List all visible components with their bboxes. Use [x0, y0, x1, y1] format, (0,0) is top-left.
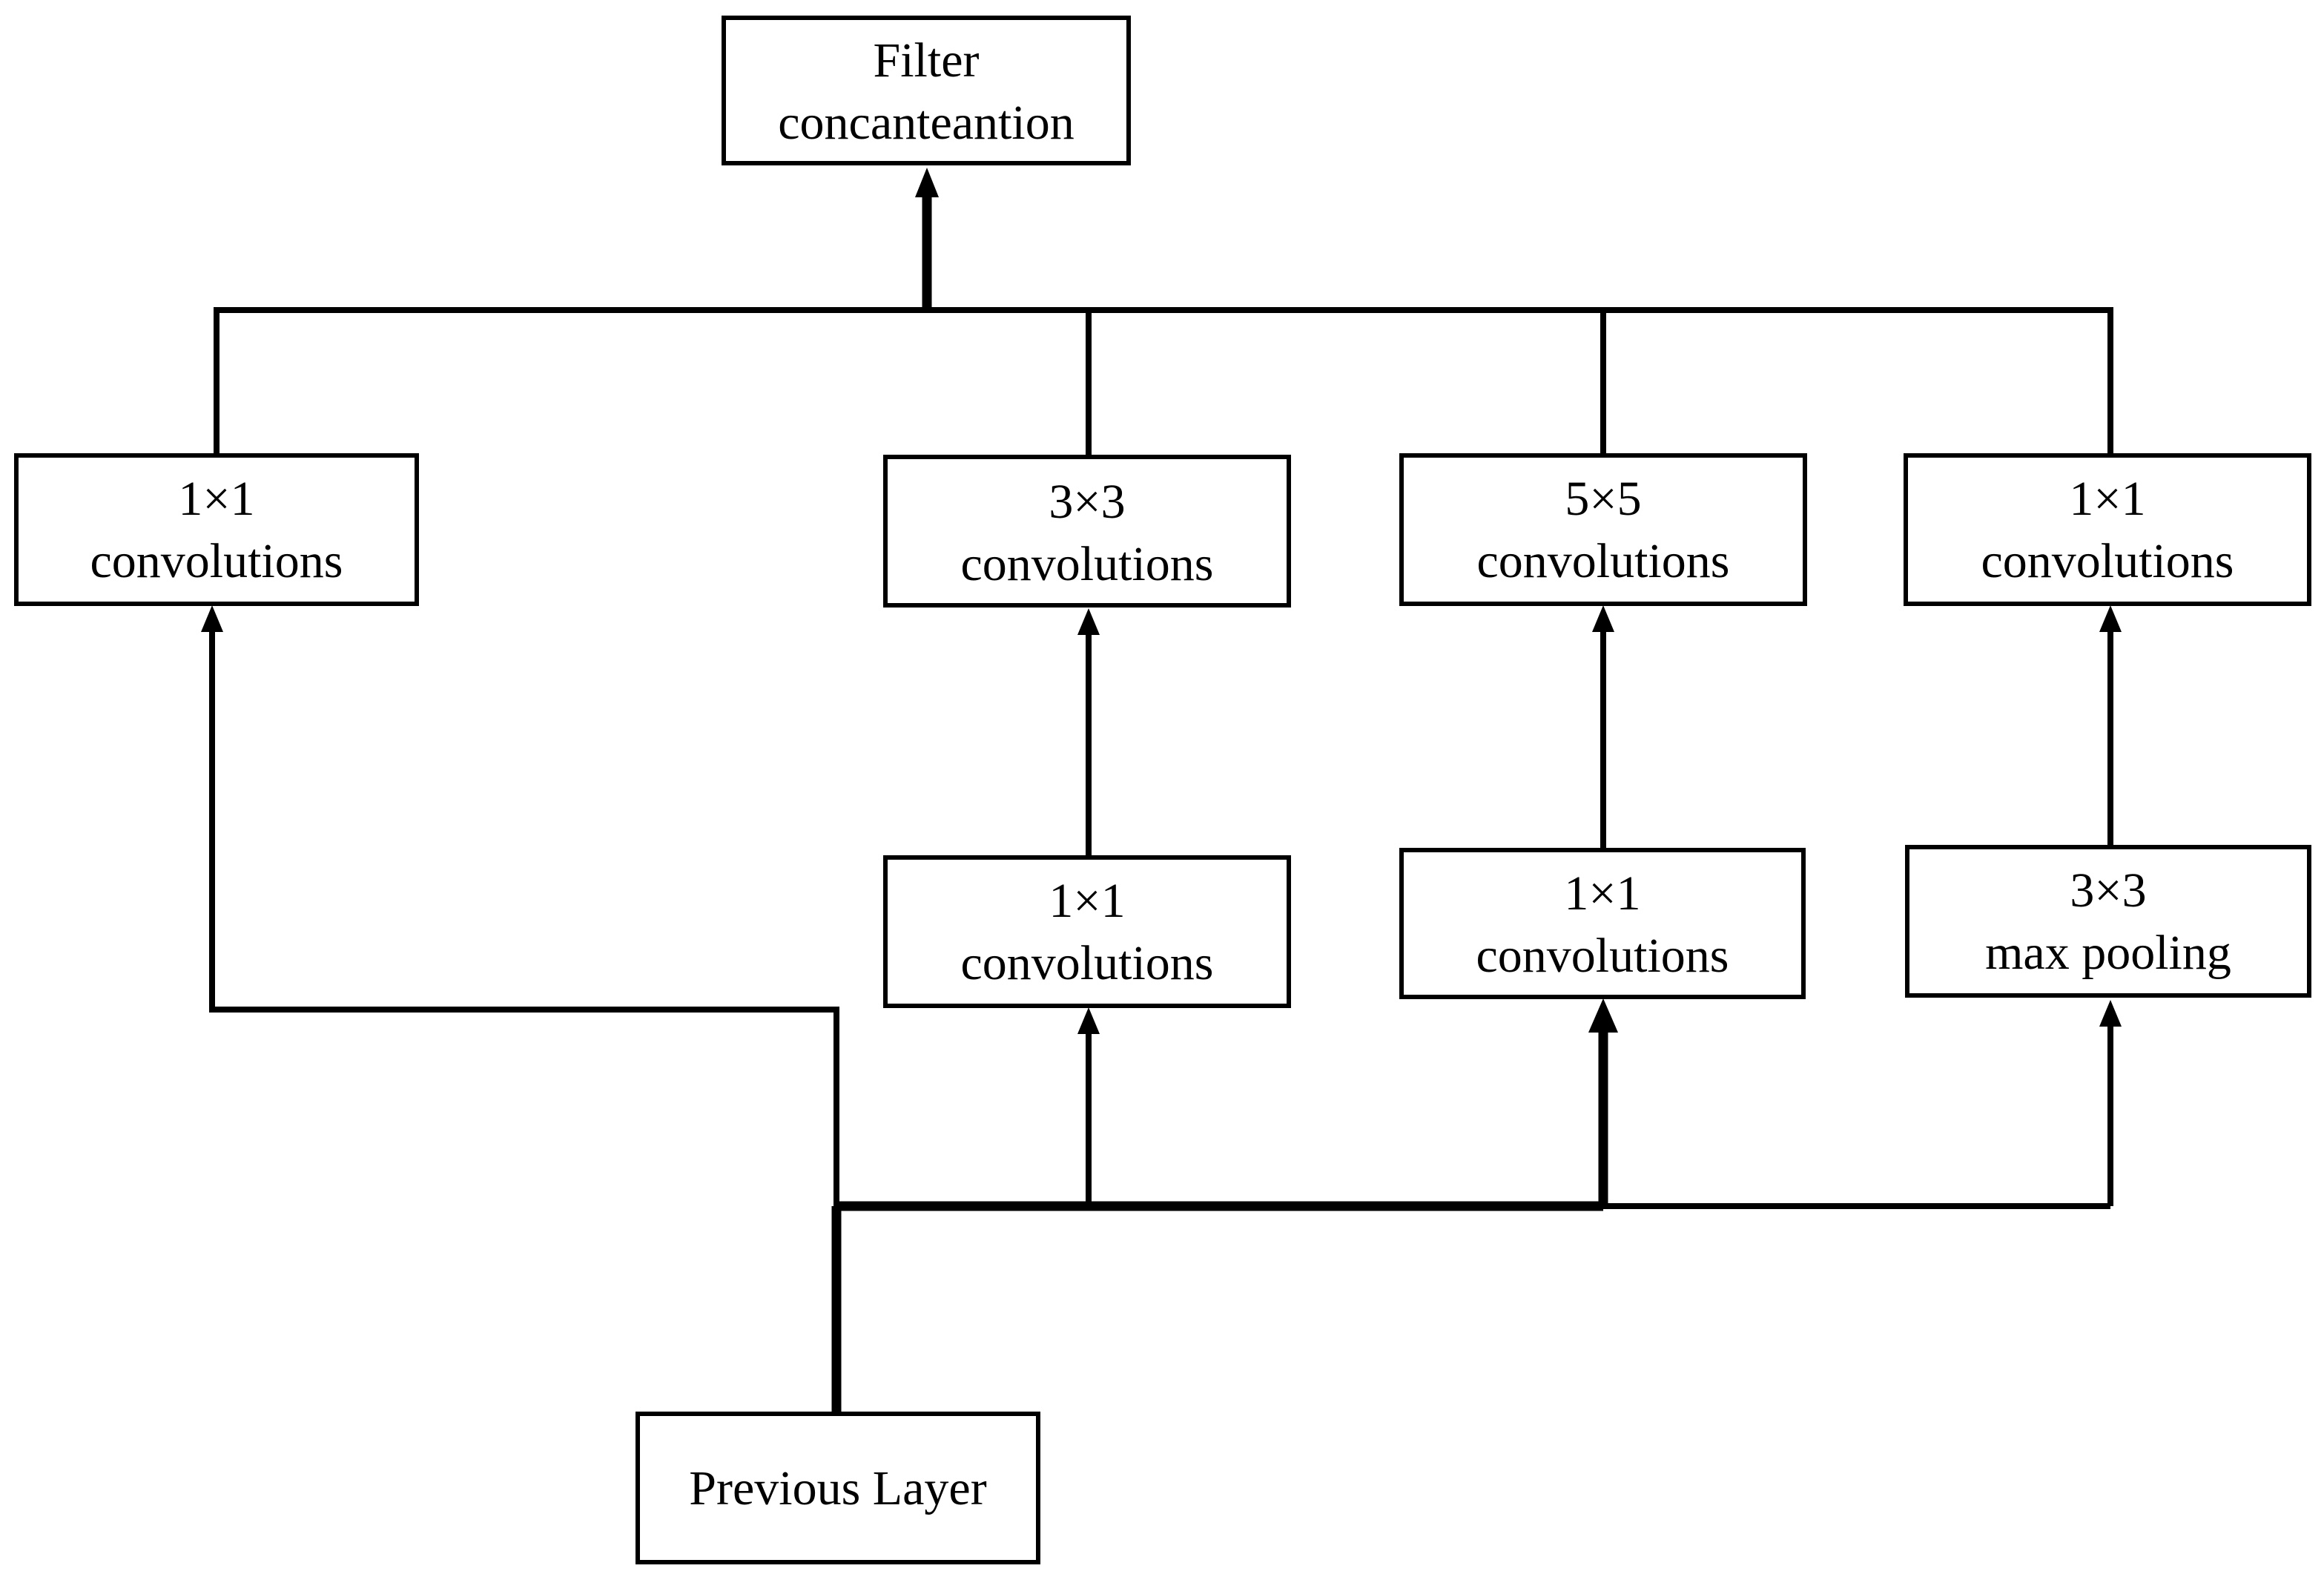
- node-box: [883, 455, 1291, 608]
- node-box: [14, 453, 419, 606]
- node-label-line: 1×1: [178, 472, 254, 526]
- node-label-line: 5×5: [1565, 472, 1641, 526]
- node-reduce1x1-3x3-branch: 1×1 convolutions: [883, 855, 1291, 1008]
- node-label-line: 3×3: [2070, 863, 2146, 918]
- node-box: [636, 1412, 1040, 1564]
- node-previous-layer: Previous Layer: [636, 1412, 1040, 1564]
- node-label-line: convolutions: [1476, 929, 1729, 983]
- node-conv3x3: 3×3 convolutions: [883, 455, 1291, 608]
- arrowhead-reduce1x1-c: [1588, 998, 1618, 1033]
- node-label-line: convolutions: [90, 534, 343, 588]
- node-label-line: 1×1: [1564, 866, 1640, 921]
- node-filter-concatenation: Filter concanteantion: [722, 16, 1131, 165]
- node-reduce1x1-5x5-branch: 1×1 convolutions: [1399, 848, 1806, 999]
- arrowhead-concat: [915, 168, 939, 197]
- node-box: [1904, 453, 2311, 606]
- arrowhead-maxpool3x3: [2099, 1000, 2122, 1027]
- node-label-line: Filter: [874, 33, 980, 88]
- arrowhead-reduce1x1-b: [1077, 1007, 1100, 1034]
- arrowhead-conv1x1-a: [201, 605, 223, 632]
- node-label-line: concanteantion: [778, 96, 1074, 150]
- arrowhead-conv3x3: [1077, 608, 1100, 635]
- node-box: [1905, 845, 2311, 998]
- edges: [201, 168, 2122, 1414]
- node-box: [1399, 453, 1807, 606]
- node-label-line: convolutions: [961, 936, 1214, 990]
- edge-prev-to-conv1x1-a: [209, 625, 839, 1206]
- node-conv1x1-left: 1×1 convolutions: [14, 453, 419, 606]
- node-box: [1399, 848, 1806, 999]
- node-conv1x1-right: 1×1 convolutions: [1904, 453, 2311, 606]
- node-box: [722, 16, 1131, 165]
- node-label-line: 3×3: [1049, 475, 1125, 529]
- node-conv5x5: 5×5 convolutions: [1399, 453, 1807, 606]
- node-label-line: convolutions: [961, 537, 1214, 591]
- node-box: [883, 855, 1291, 1008]
- arrowhead-conv5x5: [1592, 605, 1614, 632]
- node-label-line: convolutions: [1981, 534, 2234, 588]
- node-label-line: 1×1: [2069, 472, 2145, 526]
- arrowhead-conv1x1-d: [2099, 605, 2122, 632]
- node-label-line: Previous Layer: [689, 1461, 986, 1515]
- node-maxpool3x3: 3×3 max pooling: [1905, 845, 2311, 998]
- node-label-line: convolutions: [1477, 534, 1730, 588]
- node-label-line: 1×1: [1049, 874, 1125, 928]
- node-label-line: max pooling: [1985, 926, 2231, 980]
